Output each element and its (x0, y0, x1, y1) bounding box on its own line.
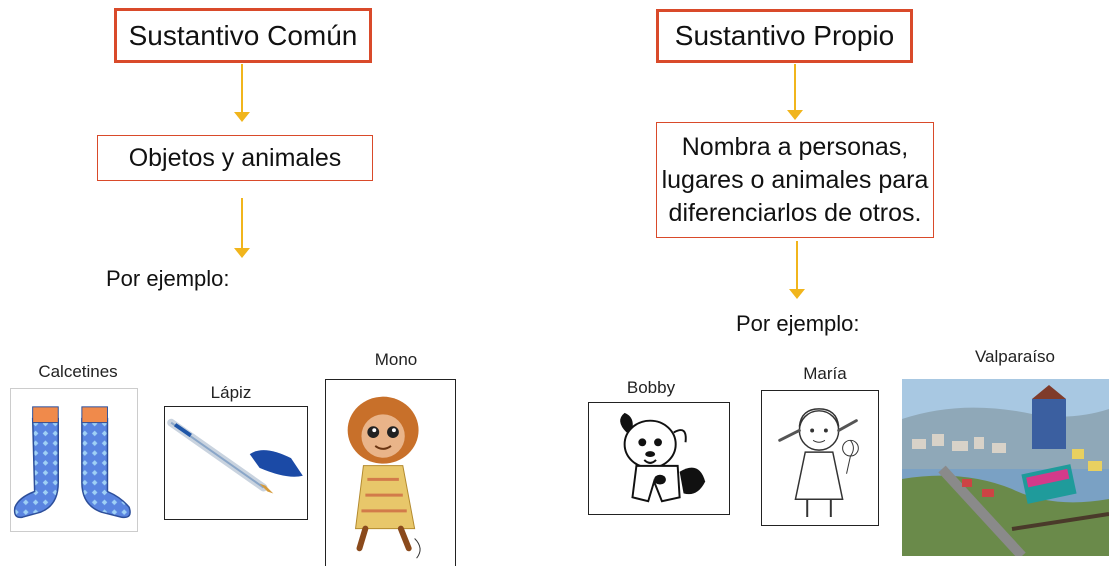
socks-icon (13, 406, 131, 519)
example-caption-girl: María (803, 364, 847, 383)
arrow-down-icon (234, 64, 250, 122)
city-photo (902, 379, 1109, 556)
girl-image (761, 390, 879, 526)
socks-image (10, 388, 138, 532)
pen-image (164, 406, 308, 520)
common-noun-definition: Objetos y animales (128, 143, 342, 172)
proper-noun-title-box: Sustantivo Propio (656, 9, 913, 63)
example-caption-dog: Bobby (626, 378, 676, 397)
common-example-label: Por ejemplo: (106, 266, 230, 291)
proper-noun-definition-line-1: Nombra a personas, (681, 132, 909, 161)
dog-icon (620, 412, 706, 503)
example-caption-city: Valparaíso (974, 347, 1055, 366)
example-caption-pen: Lápiz (210, 383, 252, 402)
proper-noun-title: Sustantivo Propio (674, 20, 895, 51)
arrow-down-icon (789, 241, 805, 299)
dog-image (588, 402, 730, 515)
arrow-down-icon (234, 198, 250, 258)
monkey-icon (347, 396, 421, 559)
common-noun-definition-box: Objetos y animales (97, 135, 373, 181)
proper-noun-definition-box: Nombra a personas, lugares o animales pa… (656, 122, 934, 238)
arrow-down-icon (787, 64, 803, 120)
proper-example-label: Por ejemplo: (736, 311, 860, 336)
girl-icon (778, 408, 859, 517)
proper-noun-definition-line-2: lugares o animales para (661, 165, 929, 194)
common-noun-title: Sustantivo Común (128, 19, 358, 51)
proper-noun-definition-line-3: diferenciarlos de otros. (668, 198, 922, 227)
common-noun-title-box: Sustantivo Común (114, 8, 372, 63)
example-caption-socks: Calcetines (38, 362, 118, 381)
example-caption-monkey: Mono (374, 350, 418, 369)
pen-icon (167, 418, 303, 494)
monkey-image (325, 379, 456, 566)
